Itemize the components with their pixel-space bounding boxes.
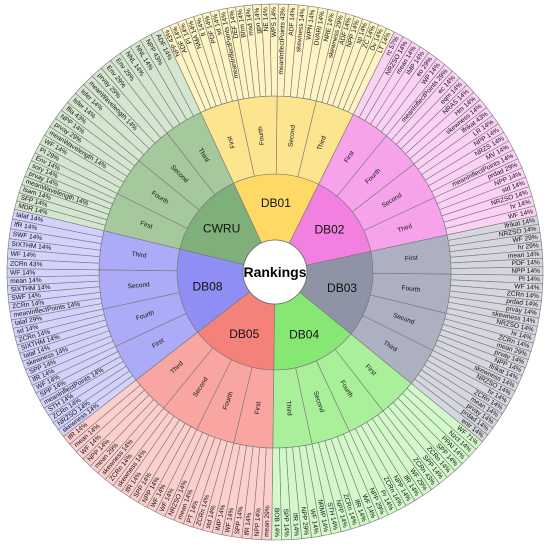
rank-label-cwru-first: First	[139, 220, 153, 231]
sunburst-rings	[6, 3, 544, 541]
rank-label-db08-third: Third	[131, 251, 147, 260]
db-label-cwru: CWRU	[203, 221, 240, 235]
feature-label: WF 14%	[224, 507, 235, 533]
feature-label: prvay 14%	[505, 305, 537, 317]
feature-label: SPP 14%	[234, 506, 245, 535]
rank-label-db01-fourth: Fourth	[257, 126, 266, 146]
feature-label: WF 29%	[512, 234, 538, 244]
feature-label: ZCRn 14%	[12, 299, 45, 310]
feature-label: PDF 14%	[512, 259, 541, 267]
feature-label: meanInflectPoints 43%	[278, 7, 287, 75]
feature-label: hr 29%	[518, 242, 540, 251]
rank-label-db08-second: Second	[127, 281, 150, 290]
rank-label-db01-second: Second	[287, 124, 297, 147]
rank-label-db04-third: Third	[284, 401, 292, 417]
feature-label: WPS 14%	[271, 7, 278, 37]
feature-label: BOB 14%	[273, 508, 280, 537]
feature-label: skewness 14%	[295, 8, 307, 53]
feature-label: WF 14%	[309, 508, 320, 534]
feature-label: lfR 14%	[244, 512, 253, 536]
db-label-db04: DB04	[289, 328, 319, 342]
rank-label-db01-third: Third	[316, 135, 328, 152]
feature-label: WF 14%	[10, 270, 35, 277]
feature-label: WF 14%	[514, 283, 540, 292]
feature-label: prdad 14%	[506, 298, 539, 309]
rank-label-db03-fourth: Fourth	[401, 285, 421, 294]
feature-label: NPP 14%	[254, 508, 263, 537]
feature-label: sd 14%	[16, 324, 39, 336]
rank-label-db05-first: First	[254, 401, 263, 415]
db-label-db01: DB01	[261, 196, 291, 210]
rank-label-db02-third: Third	[397, 223, 414, 234]
center-label: Rankings	[243, 264, 306, 280]
db-label-db08: DB08	[193, 280, 223, 294]
feature-label: WPN 14%	[305, 9, 316, 40]
feature-label: mean 14%	[10, 277, 42, 285]
feature-label: PI 14%	[519, 276, 541, 284]
rank-label-db03-first: First	[405, 254, 418, 262]
feature-label: gpn 14%	[254, 7, 263, 34]
feature-label: ZCRn 14%	[506, 290, 539, 300]
center-circle	[242, 239, 308, 305]
feature-label: SPP 14%	[282, 509, 290, 538]
feature-label: mean 29%	[263, 505, 271, 537]
db-label-db02: DB02	[314, 223, 344, 237]
db-label-db05: DB05	[229, 327, 259, 341]
feature-label: mean 14%	[508, 251, 540, 260]
feature-label: SIXTHM 14%	[10, 284, 50, 294]
db-label-db03: DB03	[327, 281, 357, 295]
feature-label: SWF 14%	[11, 292, 41, 302]
feature-label: DEF 14%	[229, 10, 241, 39]
feature-label: NPP 14%	[512, 268, 541, 275]
feature-label: sd 14%	[212, 13, 224, 36]
feature-label: NE 14%	[262, 7, 270, 32]
feature-label: lfR 14%	[291, 513, 300, 537]
feature-segment	[150, 28, 202, 117]
feature-label: NPP 29%	[299, 506, 309, 535]
feature-label: Bhm 14%	[237, 9, 248, 38]
feature-label: WF 14%	[10, 251, 36, 260]
feature-label: ZCRn 43%	[10, 260, 43, 268]
feature-label: SIXTHM 14%	[11, 241, 52, 252]
feature-label: lfR 14%	[14, 221, 38, 232]
feature-label: ADF 14%	[288, 7, 297, 36]
rank-label-db01-first: First	[226, 135, 237, 149]
feature-label: SWF 14%	[12, 231, 43, 242]
feature-label: msd 14%	[245, 8, 255, 36]
